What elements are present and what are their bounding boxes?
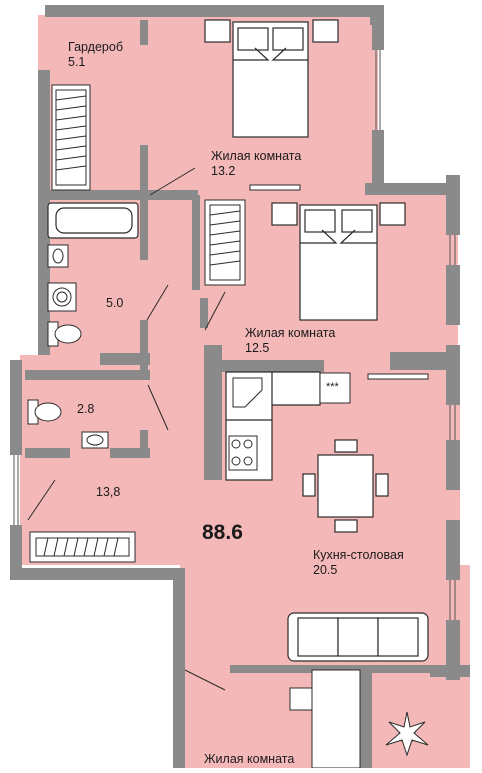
corner-sink-icon [232, 377, 263, 408]
sink-icon-2 [81, 431, 109, 449]
stove-icon [319, 372, 351, 404]
room-label-bedroom-3: Жилая комната [204, 752, 295, 766]
radiator-icon [249, 184, 301, 191]
radiator-icon-hall [29, 531, 136, 563]
wardrobe-rack-icon-2 [204, 199, 246, 286]
kitchen-radiator-icon [367, 373, 429, 380]
bed-icon [204, 19, 339, 138]
table-chairs-icon [302, 439, 389, 533]
room-label-hallway: 13,8 [96, 485, 121, 499]
door-swings [27, 167, 226, 691]
walls [10, 5, 470, 768]
hob-icon [228, 435, 258, 471]
plant-icon [385, 711, 429, 757]
room-label-bathroom: 5.0 [106, 296, 124, 310]
stove-dots: *** [326, 381, 339, 393]
total-area: 88.6 [202, 521, 243, 544]
sofa-icon [287, 612, 429, 662]
sink-icon [47, 244, 69, 268]
wardrobe-rack-icon [51, 84, 91, 191]
bathtub-icon [47, 202, 139, 239]
toilet-icon-2 [27, 399, 62, 425]
room-label-wc: 2.8 [77, 402, 95, 416]
washing-machine-icon [47, 282, 77, 312]
bed-icon-2 [271, 202, 406, 321]
windows [13, 50, 456, 620]
toilet-icon [47, 321, 82, 347]
